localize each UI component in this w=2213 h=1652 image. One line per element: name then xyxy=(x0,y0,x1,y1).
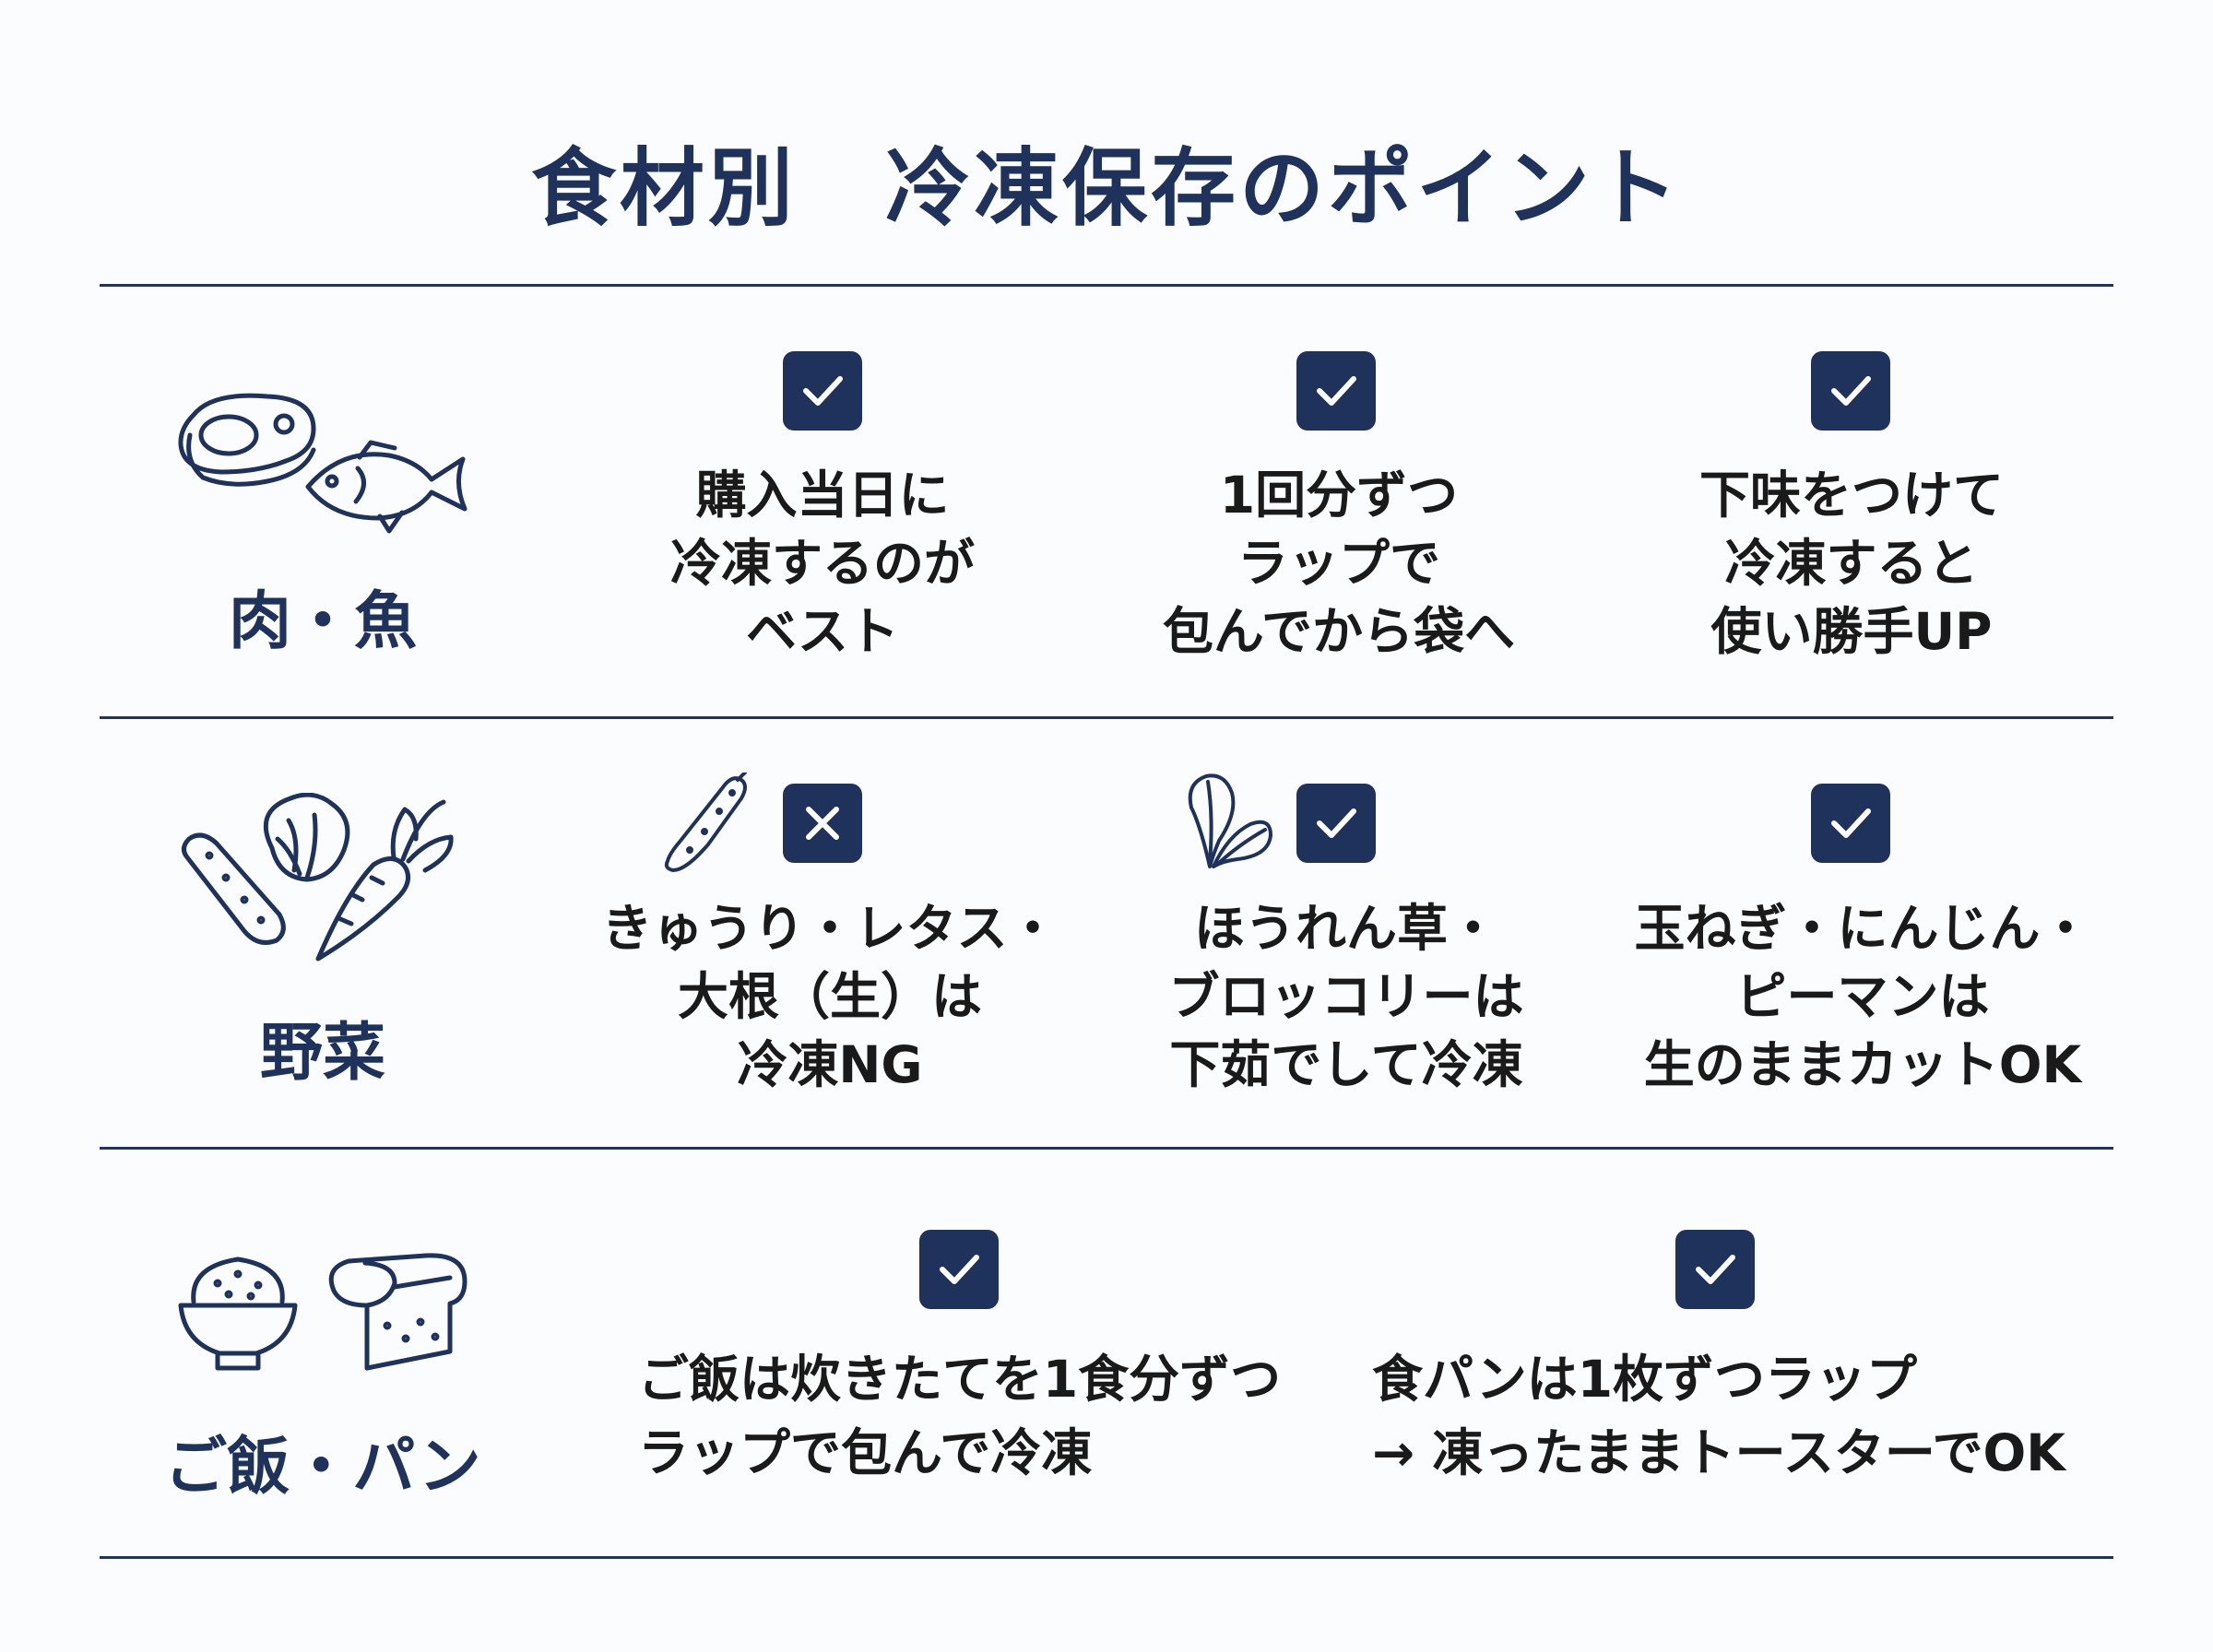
check-icon xyxy=(783,351,862,431)
cucumber-icon xyxy=(662,773,754,874)
tip-text: 1回分ずつ ラップで 包んでから袋へ xyxy=(1162,466,1516,661)
tip-text: ほうれん草・ ブロッコリーは 下茹でして冷凍 xyxy=(1168,899,1524,1094)
divider xyxy=(100,716,2113,719)
fish-icon xyxy=(305,440,467,534)
divider xyxy=(100,284,2113,287)
check-icon xyxy=(919,1230,999,1309)
vegetables-icon xyxy=(180,793,475,968)
check-icon xyxy=(1811,351,1890,431)
bread-icon xyxy=(328,1253,467,1371)
category-label-meat-fish: 肉・魚 xyxy=(228,585,417,658)
check-icon xyxy=(1296,784,1376,863)
check-icon xyxy=(1296,351,1376,431)
page-title: 食材別 冷凍保存のポイント xyxy=(530,139,1682,238)
cucumber-icon xyxy=(182,832,286,945)
check-icon xyxy=(1675,1230,1755,1309)
tip-text: 食パンは1枚ずつラップ → 凍ったままトースターでOK xyxy=(1372,1350,2065,1482)
spinach-icon xyxy=(1182,771,1274,872)
tip-text: ご飯は炊きたてを1食分ずつ ラップで包んで冷凍 xyxy=(638,1350,1282,1482)
category-label-rice-bread: ご飯・パン xyxy=(164,1431,481,1504)
carrot-icon xyxy=(315,799,454,962)
rice-bowl-icon xyxy=(178,1257,298,1371)
tip-text: 購入当日に 冷凍するのが ベスト xyxy=(669,466,975,661)
tip-text: 下味をつけて 冷凍すると 使い勝手UP xyxy=(1698,466,2004,661)
cross-icon xyxy=(783,784,862,863)
divider xyxy=(100,1147,2113,1150)
rice-bread-icons xyxy=(177,1250,472,1379)
divider xyxy=(100,1556,2113,1559)
tip-text: きゅうり・レタス・ 大根（生）は 冷凍NG xyxy=(601,899,1059,1094)
tip-text: 玉ねぎ・にんじん・ ピーマンは 生のままカットOK xyxy=(1634,899,2091,1094)
lettuce-icon xyxy=(263,793,350,882)
meat-fish-icons xyxy=(175,387,479,535)
steak-icon xyxy=(178,393,316,487)
category-label-vegetables: 野菜 xyxy=(259,1017,385,1090)
check-icon xyxy=(1811,784,1890,863)
